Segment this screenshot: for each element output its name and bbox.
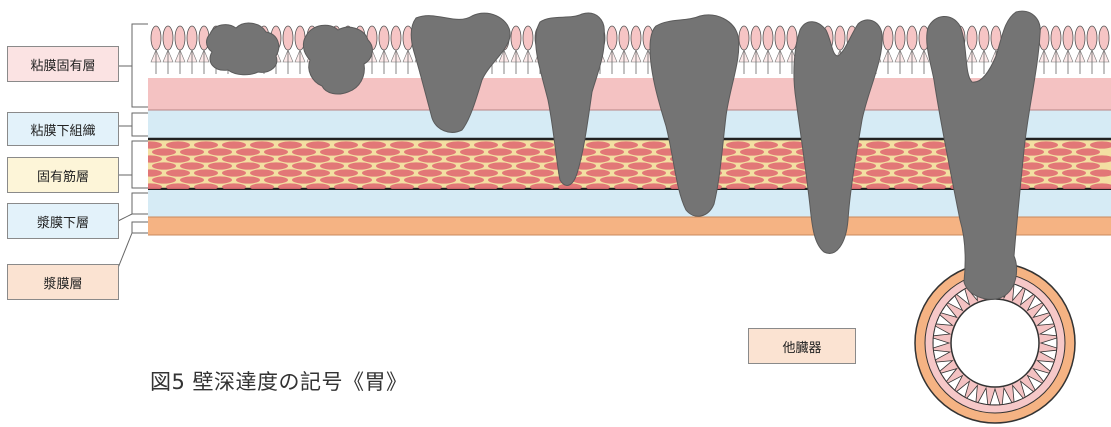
label-other-organ: 他臓器	[748, 328, 856, 364]
label-submucosa: 粘膜下組織	[7, 112, 119, 146]
label-connectors	[118, 24, 148, 268]
label-mucosa: 粘膜固有層	[7, 46, 119, 82]
label-serosa: 漿膜層	[7, 264, 119, 300]
figure-caption: 図5 壁深達度の記号《胃》	[150, 366, 408, 396]
label-subserosa: 漿膜下層	[7, 203, 119, 239]
label-muscularis: 固有筋層	[7, 157, 119, 193]
